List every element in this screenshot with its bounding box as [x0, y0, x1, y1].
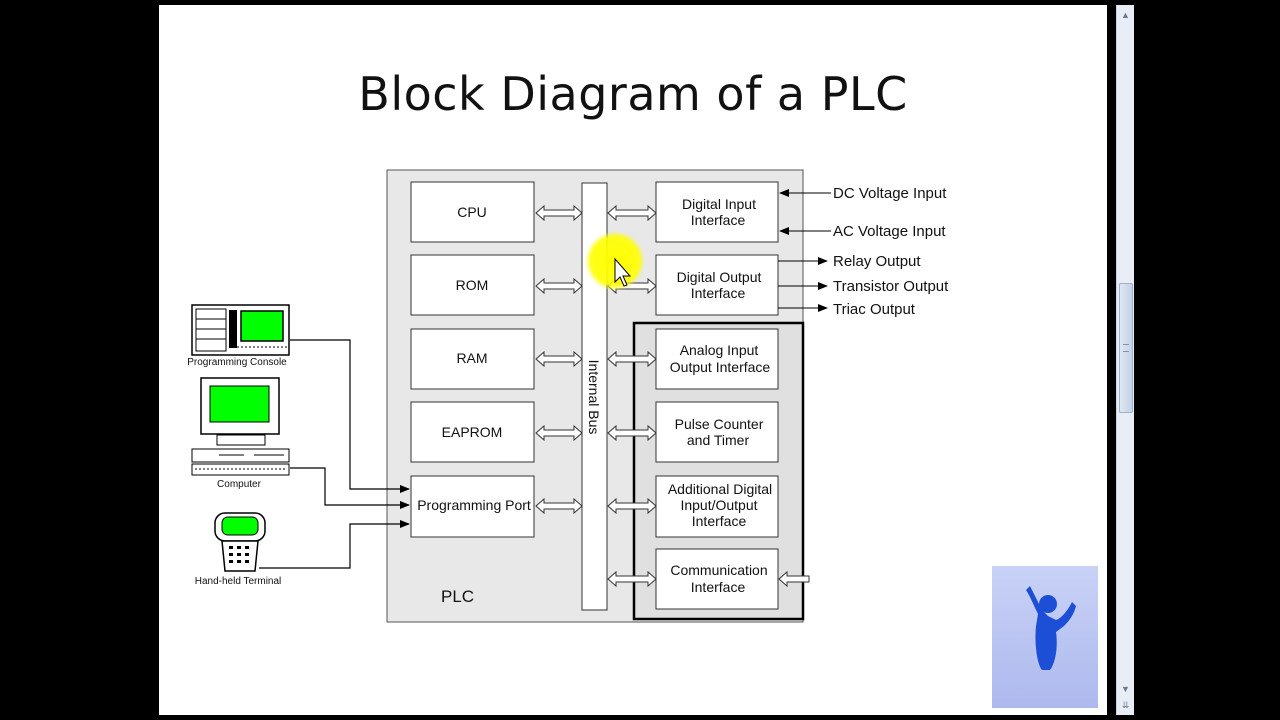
scroll-up-icon[interactable]: ▲ — [1121, 10, 1130, 20]
bus-arrow — [607, 497, 657, 515]
bus-arrow — [607, 204, 657, 222]
programming-console-icon — [191, 304, 290, 356]
digital-input-interface-block: Digital Input Interface — [655, 181, 779, 243]
communication-interface-block: Communication Interface — [655, 548, 779, 610]
eaprom-block: EAPROM — [410, 401, 535, 463]
next-slide-icon[interactable]: ⇊ — [1121, 700, 1130, 710]
dc-voltage-input-label: DC Voltage Input — [833, 185, 947, 202]
cursor-arrow-icon — [614, 257, 632, 287]
programming-port-label: Programming Port — [417, 497, 531, 513]
digital-input-line2: Interface — [691, 212, 746, 228]
analog-line2: Output Interface — [670, 359, 771, 375]
analog-line1: Analog Input — [680, 342, 759, 358]
bus-arrow — [607, 350, 657, 368]
triac-output-label: Triac Output — [833, 301, 916, 318]
bus-arrow — [535, 350, 583, 368]
analog-io-interface-block: Analog Input Output Interface — [655, 328, 779, 390]
programming-port-block: Programming Port — [410, 475, 535, 538]
transistor-output-label: Transistor Output — [833, 278, 949, 295]
additional-line1: Additional Digital — [668, 481, 772, 497]
ac-voltage-input-label: AC Voltage Input — [833, 223, 946, 240]
bus-arrow — [607, 570, 657, 588]
rom-label: ROM — [456, 277, 489, 293]
bus-arrows — [535, 204, 810, 588]
slide: Block Diagram of a PLC Internal Bus CPU — [159, 5, 1107, 715]
ram-block: RAM — [410, 328, 535, 390]
cpu-block: CPU — [410, 181, 535, 243]
bus-arrow — [607, 424, 657, 442]
bus-arrow — [535, 497, 583, 515]
computer-icon — [191, 377, 290, 476]
ram-label: RAM — [456, 350, 487, 366]
digital-output-line1: Digital Output — [677, 269, 762, 285]
io-lines — [778, 189, 831, 312]
pulse-line1: Pulse Counter — [675, 416, 764, 432]
hand-held-terminal-label: Hand-held Terminal — [195, 576, 282, 587]
plc-block-diagram: Internal Bus CPU ROM RAM EAPROM Programm… — [187, 169, 949, 623]
additional-digital-io-block: Additional Digital Input/Output Interfac… — [655, 475, 779, 538]
thumb-grip-icon — [1123, 344, 1129, 352]
vertical-scrollbar[interactable]: ▲ ▼ ⇊ — [1116, 5, 1134, 715]
device-lines — [259, 339, 410, 569]
scroll-down-icon[interactable]: ▼ — [1121, 684, 1130, 694]
bus-arrow — [535, 277, 583, 295]
hand-held-terminal-icon — [214, 512, 266, 572]
relay-output-label: Relay Output — [833, 253, 921, 270]
scroll-thumb[interactable] — [1119, 283, 1133, 413]
internal-bus-label: Internal Bus — [586, 360, 602, 435]
plc-label: PLC — [441, 587, 474, 606]
communication-line1: Communication — [670, 562, 767, 578]
comm-external-arrow — [778, 570, 810, 588]
pulse-line2: and Timer — [687, 432, 750, 448]
cpu-label: CPU — [457, 204, 487, 220]
bus-arrow — [535, 424, 583, 442]
slide-title: Block Diagram of a PLC — [358, 67, 908, 121]
presenter-figure-icon — [992, 566, 1098, 708]
computer-label: Computer — [217, 479, 262, 490]
digital-output-interface-block: Digital Output Interface — [655, 254, 779, 316]
programming-console-label: Programming Console — [187, 357, 287, 368]
additional-line2: Input/Output — [680, 497, 757, 513]
digital-output-line2: Interface — [691, 285, 746, 301]
pulse-counter-timer-block: Pulse Counter and Timer — [655, 401, 779, 463]
communication-line2: Interface — [691, 579, 746, 595]
additional-line3: Interface — [692, 513, 747, 529]
rom-block: ROM — [410, 254, 535, 316]
bus-arrow — [535, 204, 583, 222]
digital-input-line1: Digital Input — [682, 196, 756, 212]
eaprom-label: EAPROM — [442, 424, 503, 440]
